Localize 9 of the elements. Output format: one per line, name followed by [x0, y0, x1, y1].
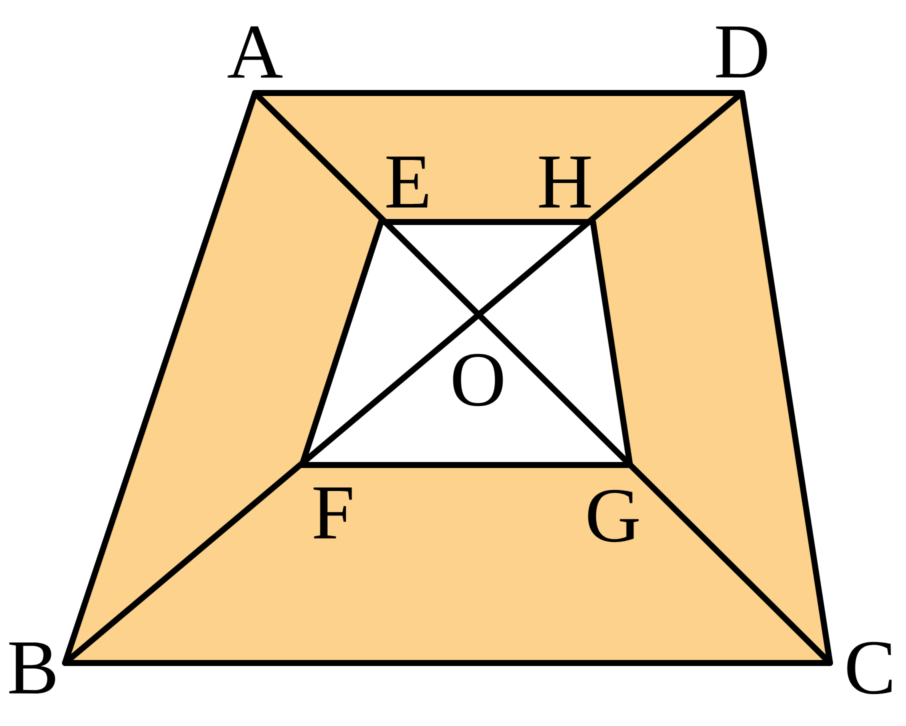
point-label: B	[9, 642, 56, 694]
point-label: E	[386, 156, 428, 208]
point-label: A	[228, 26, 282, 78]
point-label: C	[847, 642, 892, 694]
point-label: H	[539, 156, 591, 208]
point-label: G	[588, 490, 639, 542]
point-label: D	[716, 26, 767, 78]
point-label: O	[453, 354, 503, 406]
point-label: F	[314, 488, 352, 538]
